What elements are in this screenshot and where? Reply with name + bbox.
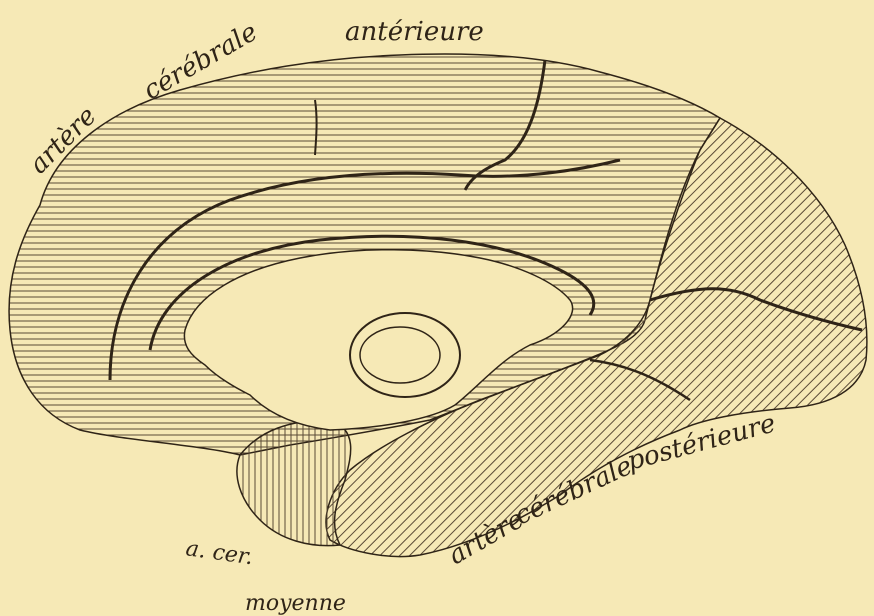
middle-label-moyenne: moyenne [245,591,346,616]
anterior-label-anterieure: antérieure [345,17,484,47]
middle-label-a-cer: a. cer. [184,536,254,570]
